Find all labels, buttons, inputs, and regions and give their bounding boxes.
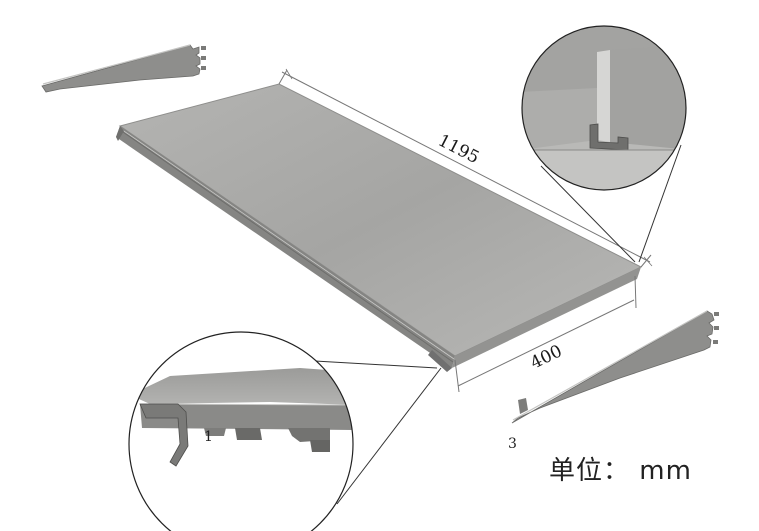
zoom-leaders: [227, 144, 682, 505]
dimension-width: [454, 275, 637, 393]
unit-label: 单位： mm: [549, 456, 692, 486]
bracket-callout-1: 1: [204, 429, 213, 445]
shelf-panel: [116, 83, 643, 372]
bracket-callout-3: 3: [508, 436, 517, 452]
detail-zoom-top: [521, 25, 687, 191]
bracket-top-left: [41, 44, 206, 93]
dimension-length: [278, 68, 653, 268]
bracket-bottom-right: [511, 310, 719, 424]
dimension-length-label: 1195: [435, 131, 483, 168]
detail-zoom-bottom: [128, 331, 354, 531]
dimension-width-label: 400: [527, 341, 565, 373]
shelf-right-edge: [452, 267, 641, 368]
